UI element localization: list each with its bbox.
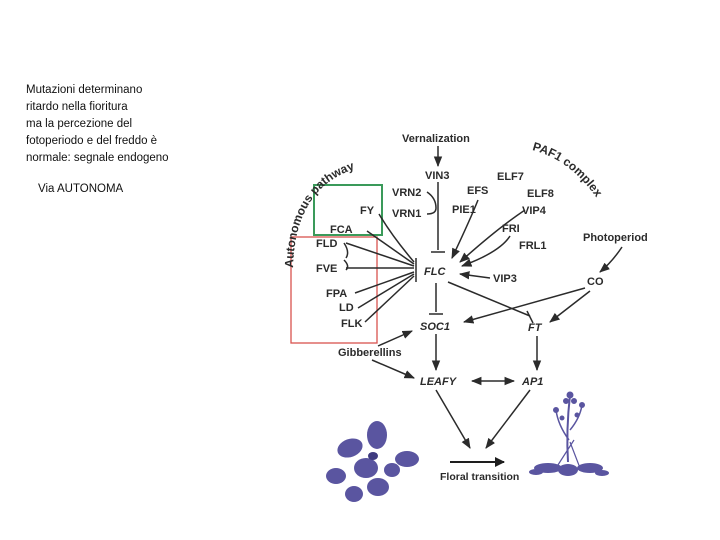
gibberellins-label: Gibberellins [338,347,402,359]
node-vin3: VIN3 [425,170,449,182]
photoperiod-label: Photoperiod [583,232,648,244]
green-highlight-box [313,184,383,236]
node-efs: EFS [467,185,488,197]
node-flc: FLC [424,266,446,278]
node-ld: LD [339,302,354,314]
rosette-plant-image [326,421,419,502]
explanation-note: Mutazioni determinano ritardo nella fior… [26,82,226,167]
node-fpa: FPA [326,288,347,300]
node-elf8: ELF8 [527,188,554,200]
node-flk: FLK [341,318,362,330]
note-line: Mutazioni determinano [26,84,143,96]
node-fld: FLD [316,238,337,250]
node-elf7: ELF7 [497,171,524,183]
node-vip3: VIP3 [493,273,517,285]
note-line: ma la percezione del [26,118,133,130]
node-pie1: PIE1 [452,204,476,216]
flowering-plant-image [529,391,609,476]
node-vrn1: VRN1 [392,208,421,220]
node-soc1: SOC1 [420,321,450,333]
floral-transition-label: Floral transition [440,471,519,483]
autonomous-pathway-label: Autonomous pathway [282,159,356,268]
vernalization-label: Vernalization [402,133,470,145]
red-highlight-box [290,236,378,344]
via-autonoma-label: Via AUTONOMA [38,183,124,195]
node-fy: FY [360,205,375,217]
node-leafy: LEAFY [420,376,458,388]
node-fve: FVE [316,263,337,275]
node-fri: FRI [502,223,520,235]
node-frl1: FRL1 [519,240,547,252]
node-vip4: VIP4 [522,205,547,217]
node-fca: FCA [330,224,353,236]
node-co: CO [587,276,604,288]
note-line: fotoperiodo e del freddo è [26,135,158,147]
node-ft: FT [528,322,543,334]
node-vrn2: VRN2 [392,187,421,199]
node-ap1: AP1 [521,376,543,388]
note-line: normale: segnale endogeno [26,152,169,164]
note-line: ritardo nella fioritura [26,101,128,113]
pathway-edges [343,146,623,467]
